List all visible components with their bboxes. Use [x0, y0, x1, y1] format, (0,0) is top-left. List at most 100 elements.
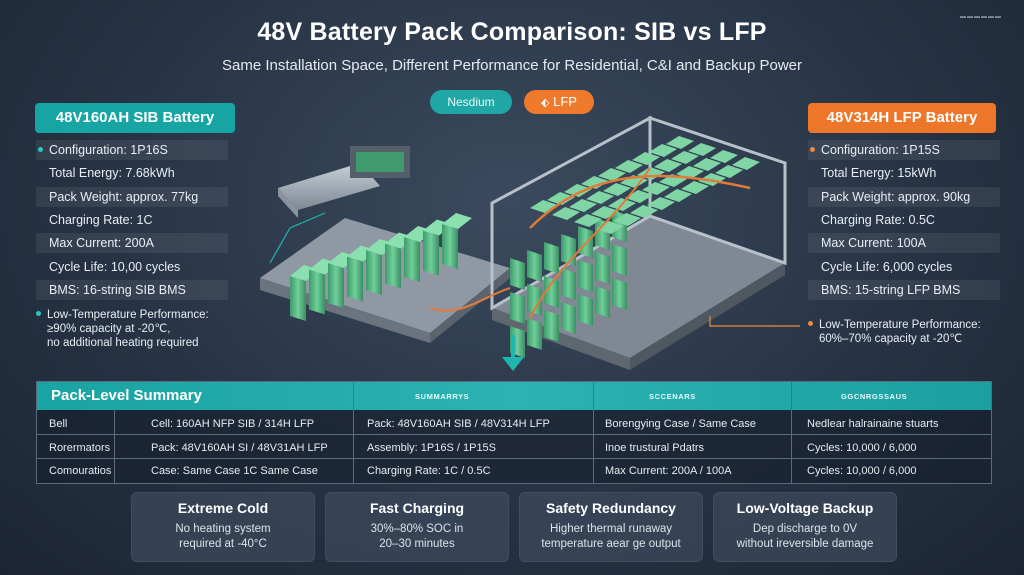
page-subtitle: Same Installation Space, Different Perfo…	[221, 57, 803, 74]
sib-spec-text: Configuration: 1P16S	[49, 143, 168, 157]
card-description: 20–30 minutes	[379, 538, 455, 550]
bullet-icon	[808, 321, 813, 327]
battery-cell-top	[625, 190, 653, 203]
battery-cell	[527, 318, 542, 350]
battery-cell-top	[615, 160, 643, 173]
table-cell: Charging Rate: 1C / 0.5C	[367, 465, 491, 477]
battery-cell-top	[688, 143, 716, 156]
battery-cell	[578, 260, 593, 292]
battery-cell	[544, 276, 559, 308]
battery-illustration	[260, 115, 800, 370]
battery-cell-top	[552, 207, 580, 220]
sib-spec-text: Charging Rate: 1C	[49, 212, 153, 227]
down-arrow-icon	[502, 335, 524, 371]
lfp-pack-image	[490, 115, 787, 370]
battery-cell-top	[710, 150, 738, 163]
card-description: 30%–80% SOC in	[370, 523, 464, 535]
lfp-spec-text: Charging Rate: 0.5C	[821, 212, 935, 227]
table-cell: Comouratios	[49, 465, 112, 477]
battery-cell-top	[547, 192, 575, 205]
lfp-pill: ⬖ LFP	[524, 90, 594, 114]
battery-cell	[423, 230, 439, 276]
card-description: Dep discharge to 0V	[752, 523, 858, 535]
battery-cell	[510, 258, 525, 290]
battery-cell-top	[647, 197, 675, 210]
page-title: 48V Battery Pack Comparison: SIB vs LFP	[257, 18, 767, 46]
battery-cell-top	[603, 183, 631, 196]
table-cell: Case: Same Case 1C Same Case	[151, 465, 318, 477]
sib-spec-text: Cycle Life: 10,00 cycles	[49, 259, 181, 274]
card-description: temperature aear ge output	[541, 538, 681, 550]
battery-cell	[544, 310, 559, 342]
battery-cell-top	[671, 151, 699, 164]
sib-low-temp-line: ≥90% capacity at -20℃,	[47, 323, 171, 335]
battery-cell-top	[574, 214, 602, 227]
card-description: Higher thermal runaway	[549, 523, 673, 535]
table-cell: Inoe trustural Pdatrs	[605, 441, 705, 454]
sodium-pill: Nesdium	[430, 90, 512, 114]
sib-pack-image	[260, 146, 510, 343]
lfp-spec-row: Pack Weight: approx. 90kg	[808, 186, 1000, 207]
column-header: GGCNRGSSAUS	[841, 392, 908, 401]
sib-spec-row: BMS: 16-string SIB BMS	[36, 279, 228, 300]
battery-cell	[578, 226, 593, 258]
battery-cell-top	[681, 181, 709, 194]
card-title: Extreme Cold	[177, 500, 269, 516]
summary-title: Pack-Level Summary	[51, 387, 202, 404]
battery-cell-top	[649, 144, 677, 157]
lfp-spec-text: Configuration: 1P15S	[821, 143, 940, 157]
bullet-icon	[810, 147, 815, 153]
card-description: No heating system	[175, 523, 271, 535]
lfp-spec-row: BMS: 15-string LFP BMS	[808, 279, 1000, 300]
bullet-icon	[38, 147, 43, 153]
sib-spec-row: Total Energy: 7.68kWh	[36, 163, 228, 183]
table-cell: Assembly: 1P16S / 1P15S	[367, 441, 497, 454]
battery-cell	[595, 286, 610, 318]
lfp-pill-label: LFP	[553, 94, 577, 109]
battery-cell-top	[581, 176, 609, 189]
battery-cell-top	[693, 158, 721, 171]
sib-spec-text: BMS: 16-string SIB BMS	[49, 282, 186, 297]
battery-cell	[366, 250, 382, 295]
lfp-spec-text: Total Energy: 15kWh	[821, 166, 937, 181]
battery-cell	[404, 237, 420, 282]
battery-cell-top	[698, 173, 726, 186]
sib-spec-row: Cycle Life: 10,00 cycles	[36, 257, 228, 277]
battery-cell-top	[586, 191, 614, 204]
table-cell: Borengying Case / Same Case	[605, 418, 757, 430]
card-title: Low-Voltage Backup	[736, 500, 874, 516]
table-cell: Bell	[49, 418, 68, 430]
battery-cell-top	[613, 213, 641, 226]
table-cell: Nedlear halrainaine stuarts	[807, 418, 939, 430]
table-cell: Pack: 48V160AH SI / 48V31AH LFP	[151, 441, 328, 454]
battery-cell	[328, 263, 344, 308]
battery-cell-top	[676, 166, 704, 179]
table-cell: Max Current: 200A / 100A	[605, 465, 732, 477]
battery-cell	[290, 276, 306, 321]
table-cell: Pack: 48V160AH SIB / 48V314H LFP	[367, 418, 550, 430]
battery-cell-top	[564, 184, 592, 197]
battery-cell-top	[530, 200, 558, 213]
lfp-spec-text: Cycle Life: 6,000 cycles	[821, 259, 953, 274]
lfp-spec-text: BMS: 15-string LFP BMS	[821, 282, 961, 297]
bullet-icon	[36, 311, 41, 317]
card-title: Fast Charging	[369, 500, 465, 516]
battery-cell-top	[715, 165, 743, 178]
sib-heading: 48V160AH SIB Battery	[35, 103, 235, 133]
column-header: SCCENARS	[649, 392, 696, 401]
sib-spec-text: Total Energy: 7.68kWh	[49, 166, 175, 181]
sib-spec-text: Max Current: 200A	[49, 236, 154, 251]
battery-cell	[442, 224, 458, 269]
battery-cell	[527, 284, 542, 316]
lfp-spec-row: Total Energy: 15kWh	[808, 163, 1000, 183]
sib-low-temp-line: Low-Temperature Performance:	[36, 308, 209, 322]
table-cell: Cycles: 10,000 / 6,000	[807, 465, 917, 477]
sib-spec-row: Pack Weight: approx. 77kg	[36, 186, 228, 207]
lfp-heading: 48V314H LFP Battery	[808, 103, 996, 133]
table-cell: Rorermators	[49, 441, 111, 454]
battery-cell-top	[596, 221, 624, 234]
battery-cell	[561, 268, 576, 300]
battery-cell	[612, 244, 627, 276]
